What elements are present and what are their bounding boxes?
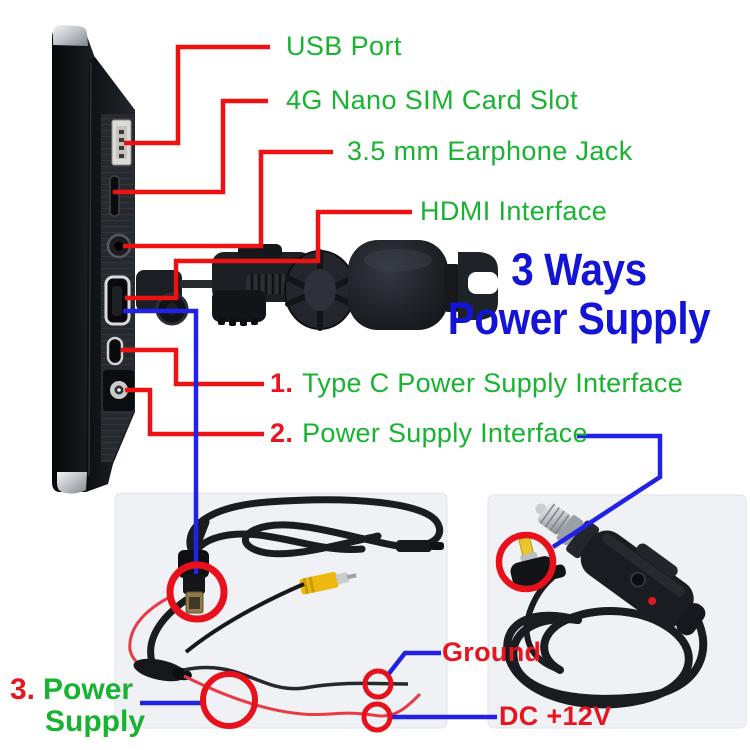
highlight-circles [166,531,557,733]
label-way-2: 2. Power Supply Interface [270,418,588,448]
highlight-circle-wire-pair [200,671,258,729]
charger-led [648,596,657,605]
callout-line-ground [385,650,441,678]
highlight-circle-dc-wire [361,701,393,733]
way-1-number: 1. [270,368,294,398]
callout-line-dc-jack [125,387,264,437]
heading-line-2: Power Supply [447,293,711,344]
callout-line-sim [113,98,268,195]
rca-video-plug [299,571,357,595]
ground-wire [183,665,409,691]
way-2-text: Power Supply Interface [302,418,588,448]
wire-splitter [133,658,187,682]
usb-c-port [106,336,124,366]
dc-wire [183,674,422,718]
blue-callout-lines [123,308,663,720]
highlight-circle-usb-connector [166,561,228,623]
cable-inline-connector [396,540,432,552]
label-hdmi-interface: HDMI Interface [420,196,608,226]
highlight-circle-barrel-plug [495,531,557,593]
label-way-3: 3.Power Supply [10,674,145,738]
sim-card-slot [109,175,120,217]
heading-3-ways-power-supply: 3 Ways Power Supply [440,245,719,343]
callout-line-earphone [123,149,333,249]
callout-line-usb [124,44,270,146]
heading-line-1: 3 Ways [511,244,647,295]
car-charger-photo [487,494,747,729]
way-2-number: 2. [270,418,294,448]
way-1-text: Type C Power Supply Interface [302,368,684,398]
callout-line-car-charger [551,433,663,549]
label-sim-slot: 4G Nano SIM Card Slot [286,85,579,115]
headrest-mount-bracket [136,240,498,331]
highlight-circle-ground-wire [362,668,394,700]
top-corner-cap [53,25,88,46]
monitor-side-profile [52,25,135,494]
hdmi-port [104,275,131,326]
way-3-word-1: Power [43,673,134,706]
bottom-corner-cap [57,472,87,494]
way-3-number: 3. [10,673,36,706]
label-ground: Ground [442,637,542,667]
label-dc-12v: DC +12V [499,701,612,731]
dc-power-jack [103,370,134,411]
label-usb-port: USB Port [286,31,402,61]
way-3-word-2: Supply [45,705,146,738]
callout-line-type-c [121,347,264,387]
callout-line-hdmi [125,209,412,301]
usb-port [111,119,132,166]
label-way-1: 1. Type C Power Supply Interface [270,368,684,398]
callout-line-hdmi-cable [123,308,199,574]
red-callout-lines [113,44,412,437]
label-earphone-jack: 3.5 mm Earphone Jack [347,136,633,166]
cable-harness-photo [114,492,448,729]
